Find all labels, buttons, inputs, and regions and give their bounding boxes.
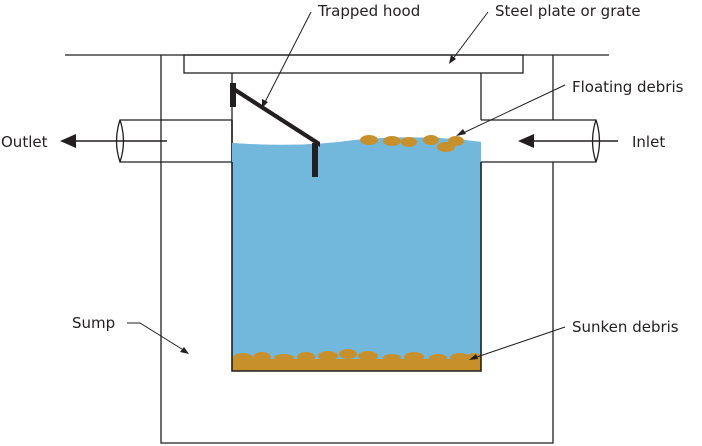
water-surface (232, 137, 481, 162)
label-sunken-debris: Sunken debris (572, 318, 679, 336)
leader-sunken-debris (473, 326, 566, 359)
tank-wall (231, 120, 482, 372)
label-trapped-hood: Trapped hood (317, 2, 420, 20)
floating-debris (360, 135, 464, 152)
leader-sump (127, 322, 186, 352)
label-inlet: Inlet (632, 133, 665, 151)
leader-steel-plate (451, 11, 489, 61)
leader-floating-debris (460, 84, 566, 135)
outer-chamber (160, 55, 554, 444)
leader-trapped-hood (263, 11, 312, 105)
label-sump: Sump (72, 314, 115, 332)
label-floating-debris: Floating debris (572, 78, 684, 96)
outlet-arrow (60, 134, 167, 148)
inlet-arrow (518, 134, 618, 148)
steel-plate (183, 54, 524, 74)
label-steel-plate: Steel plate or grate (495, 2, 641, 20)
label-outlet: Outlet (1, 133, 48, 151)
trapped-hood (230, 83, 320, 177)
water (232, 137, 481, 371)
sunken-debris (232, 349, 481, 371)
